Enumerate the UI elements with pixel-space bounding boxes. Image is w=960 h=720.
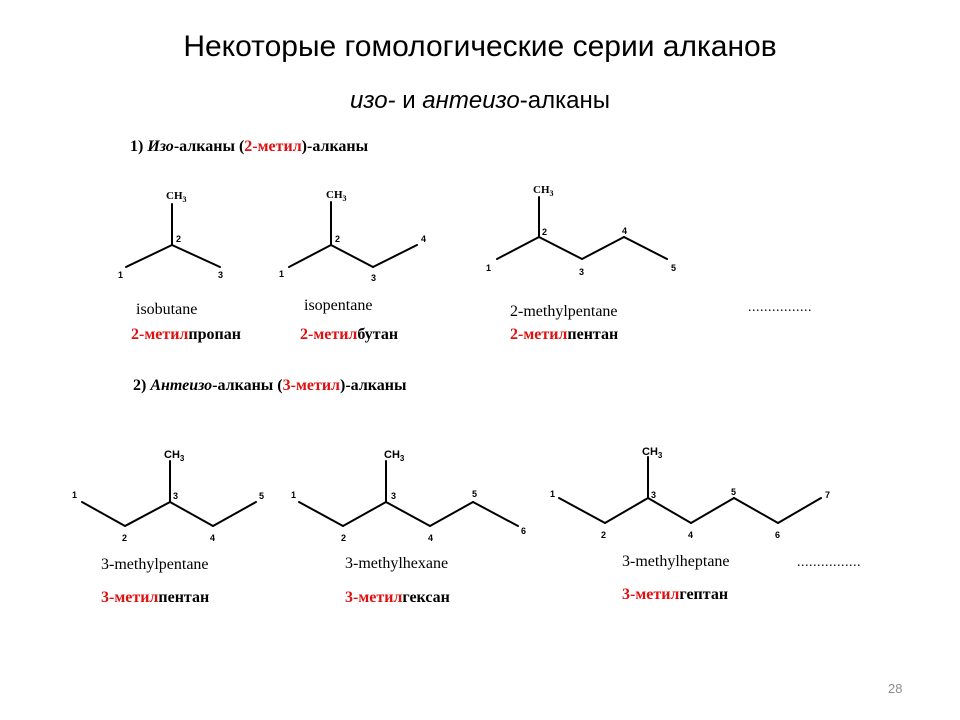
section1-number: 1) (130, 138, 148, 155)
methylheptane-3-number-2: 2 (601, 530, 606, 540)
methylpentane-3-number-3: 3 (173, 491, 178, 501)
subtitle-iso: изо- (349, 87, 396, 114)
methylpentane-3-number-1: 1 (72, 490, 77, 500)
methylpentane-2-russian-name: 2-метилпентан (510, 326, 619, 343)
methylpentane-3-number-2: 2 (122, 533, 127, 543)
slide-title: Некоторые гомологические серии алканов (183, 30, 777, 63)
isobutane-russian-name: 2-метилпропан (131, 326, 241, 343)
iso-series-ellipsis: ................ (748, 300, 812, 315)
methylhexane-3-number-5: 5 (472, 489, 477, 499)
methylpentane-2-number-2: 2 (542, 227, 547, 237)
methylhexane-3-number-3: 3 (391, 491, 396, 501)
methylpentane-3-english-name: 3-methylpentane (101, 556, 209, 573)
methylhexane-3-number-6: 6 (521, 526, 526, 536)
isopentane-number-3: 3 (371, 273, 376, 283)
subtitle-alkanes: -алканы (519, 87, 611, 114)
isopentane-russian-name: 2-метилбутан (300, 326, 399, 343)
section1-iso: Изо (147, 138, 174, 155)
section1-tail: )-алканы (301, 138, 369, 155)
methylpentane-3-number-4: 4 (210, 533, 215, 543)
methylhexane-3-ch3-label: CH3 (384, 449, 405, 463)
isopentane-structure: CH3 2 1 3 4 (279, 189, 426, 283)
methylpentane-3-structure: CH3 1 2 3 4 5 (72, 449, 264, 543)
methylpentane-2-number-1: 1 (486, 263, 491, 273)
isobutane-number-2: 2 (176, 234, 181, 244)
section2-dash-alkanes: -алканы ( (212, 377, 283, 394)
methylpentane-3-ch3-label: CH3 (164, 449, 185, 463)
methylhexane-3-number-1: 1 (291, 490, 296, 500)
isobutane-ch3-label: CH3 (166, 190, 187, 204)
section2-number: 2) (133, 377, 151, 394)
isobutane-number-3: 3 (218, 270, 223, 280)
page-number: 28 (888, 681, 903, 696)
section1-methyl: 2-метил (244, 138, 302, 155)
subtitle-anteiso: антеизо (422, 87, 520, 114)
methylheptane-3-number-1: 1 (550, 489, 555, 499)
methylheptane-3-number-5: 5 (731, 487, 736, 497)
methylheptane-3-number-4: 4 (688, 530, 693, 540)
methylheptane-3-russian-name: 3-метилгептан (622, 586, 729, 603)
section1-dash-alkanes: -алканы ( (173, 138, 245, 155)
methylhexane-3-structure: CH3 1 2 3 4 5 6 (291, 449, 526, 543)
methylpentane-2-number-4: 4 (622, 226, 627, 236)
isobutane-number-1: 1 (118, 270, 123, 280)
methylheptane-3-number-3: 3 (651, 490, 656, 500)
isobutane-english-name: isobutane (136, 301, 198, 318)
isopentane-number-1: 1 (279, 269, 284, 279)
methylheptane-3-number-7: 7 (825, 490, 830, 500)
methylpentane-2-ch3-label: CH3 (533, 184, 554, 198)
methylpentane-2-number-3: 3 (579, 267, 584, 277)
methylpentane-3-number-5: 5 (259, 491, 264, 501)
methylpentane-2-english-name: 2-methylpentane (510, 303, 618, 320)
isopentane-number-2: 2 (335, 234, 340, 244)
section1-heading: 1) Изо-алканы (2-метил)-алканы (130, 138, 368, 156)
section2-methyl: 3-метил (282, 377, 341, 394)
methylheptane-3-english-name: 3-methylheptane (622, 553, 730, 570)
methylpentane-2-structure: CH3 2 1 3 4 5 (486, 184, 676, 277)
isobutane-structure: CH3 2 1 3 (118, 190, 223, 280)
methylpentane-3-russian-name: 3-метилпентан (101, 589, 210, 606)
isopentane-number-4: 4 (421, 234, 426, 244)
subtitle-and: и (395, 87, 423, 114)
methylheptane-3-structure: CH3 1 2 3 4 5 6 7 (550, 446, 830, 540)
isopentane-english-name: isopentane (304, 297, 373, 314)
methylpentane-2-number-5: 5 (671, 263, 676, 273)
slide-subtitle: изо- и антеизо-алканы (0, 87, 960, 115)
methylhexane-3-number-4: 4 (428, 533, 433, 543)
section2-heading: 2) Антеизо-алканы (3-метил)-алканы (133, 377, 406, 395)
section2-anteiso: Антеизо (150, 377, 213, 394)
methylheptane-3-ch3-label: CH3 (642, 446, 663, 460)
section2-tail: )-алканы (340, 377, 407, 394)
methylhexane-3-number-2: 2 (341, 533, 346, 543)
isopentane-ch3-label: CH3 (326, 189, 347, 203)
methylheptane-3-number-6: 6 (775, 530, 780, 540)
anteiso-series-ellipsis: ................ (797, 555, 861, 570)
methylhexane-3-english-name: 3-methylhexane (345, 555, 449, 572)
methylhexane-3-russian-name: 3-метилгексан (345, 589, 450, 606)
